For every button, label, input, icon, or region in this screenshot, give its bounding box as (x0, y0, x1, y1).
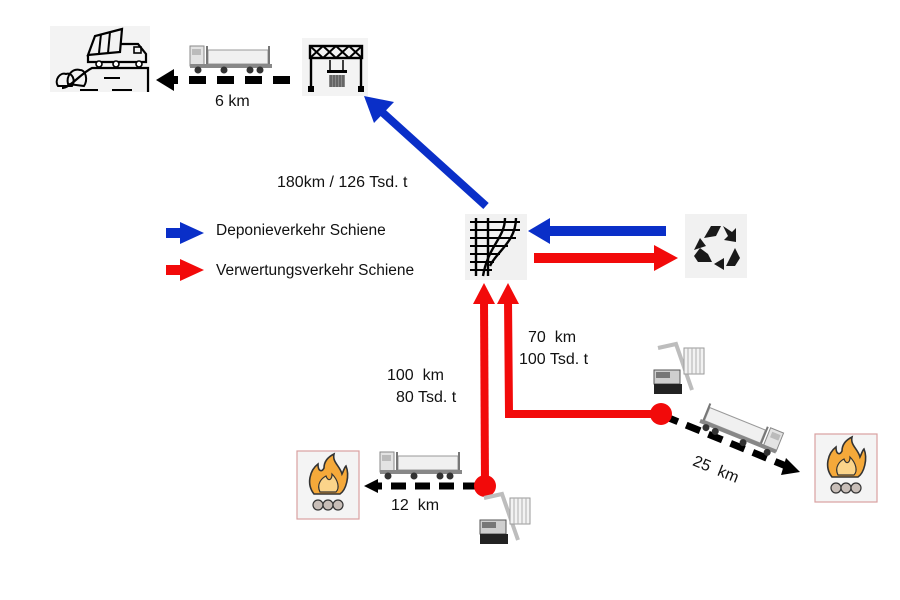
recycling-to-yard-arrow (528, 218, 666, 244)
right-rail-distance: 70 km (528, 329, 577, 346)
truck-route-left (364, 479, 478, 493)
skip-loader-truck-icon-left (479, 491, 531, 544)
fire-incinerator-icon-right (814, 433, 878, 503)
origin-node-right (650, 403, 672, 425)
truck-route-right (662, 412, 800, 475)
fire-incinerator-icon-left (296, 450, 360, 520)
legend-arrow-deponie (166, 222, 204, 244)
left-truck-distance: 12 km (391, 497, 440, 514)
container-truck-icon-left (379, 451, 462, 480)
container-truck-icon-right (699, 403, 785, 456)
truck-route-landfill (156, 69, 290, 91)
right-rail-arrow (497, 283, 660, 418)
origin-node-left (474, 475, 496, 497)
left-rail-distance: 100 km (387, 367, 444, 384)
rail-switch-yard-icon (465, 214, 527, 280)
landfill-route-distance: 6 km (215, 93, 250, 110)
deponie-rail-arrow (364, 96, 489, 209)
left-rail-arrow (473, 283, 495, 485)
left-rail-tonnage: 80 Tsd. t (396, 389, 457, 406)
landfill-dump-truck-icon (50, 26, 150, 92)
yard-to-recycling-arrow (534, 245, 678, 271)
legend-label-verwertung: Verwertungsverkehr Schiene (216, 262, 415, 279)
skip-loader-truck-icon-right (653, 341, 705, 394)
right-rail-tonnage: 100 Tsd. t (519, 351, 589, 368)
container-truck-icon (189, 45, 272, 74)
legend-label-deponie: Deponieverkehr Schiene (216, 222, 386, 239)
recycling-icon (685, 214, 747, 278)
gantry-crane-icon (302, 38, 368, 96)
legend-arrow-verwertung (166, 259, 204, 281)
deponie-rail-label: 180km / 126 Tsd. t (277, 174, 408, 191)
